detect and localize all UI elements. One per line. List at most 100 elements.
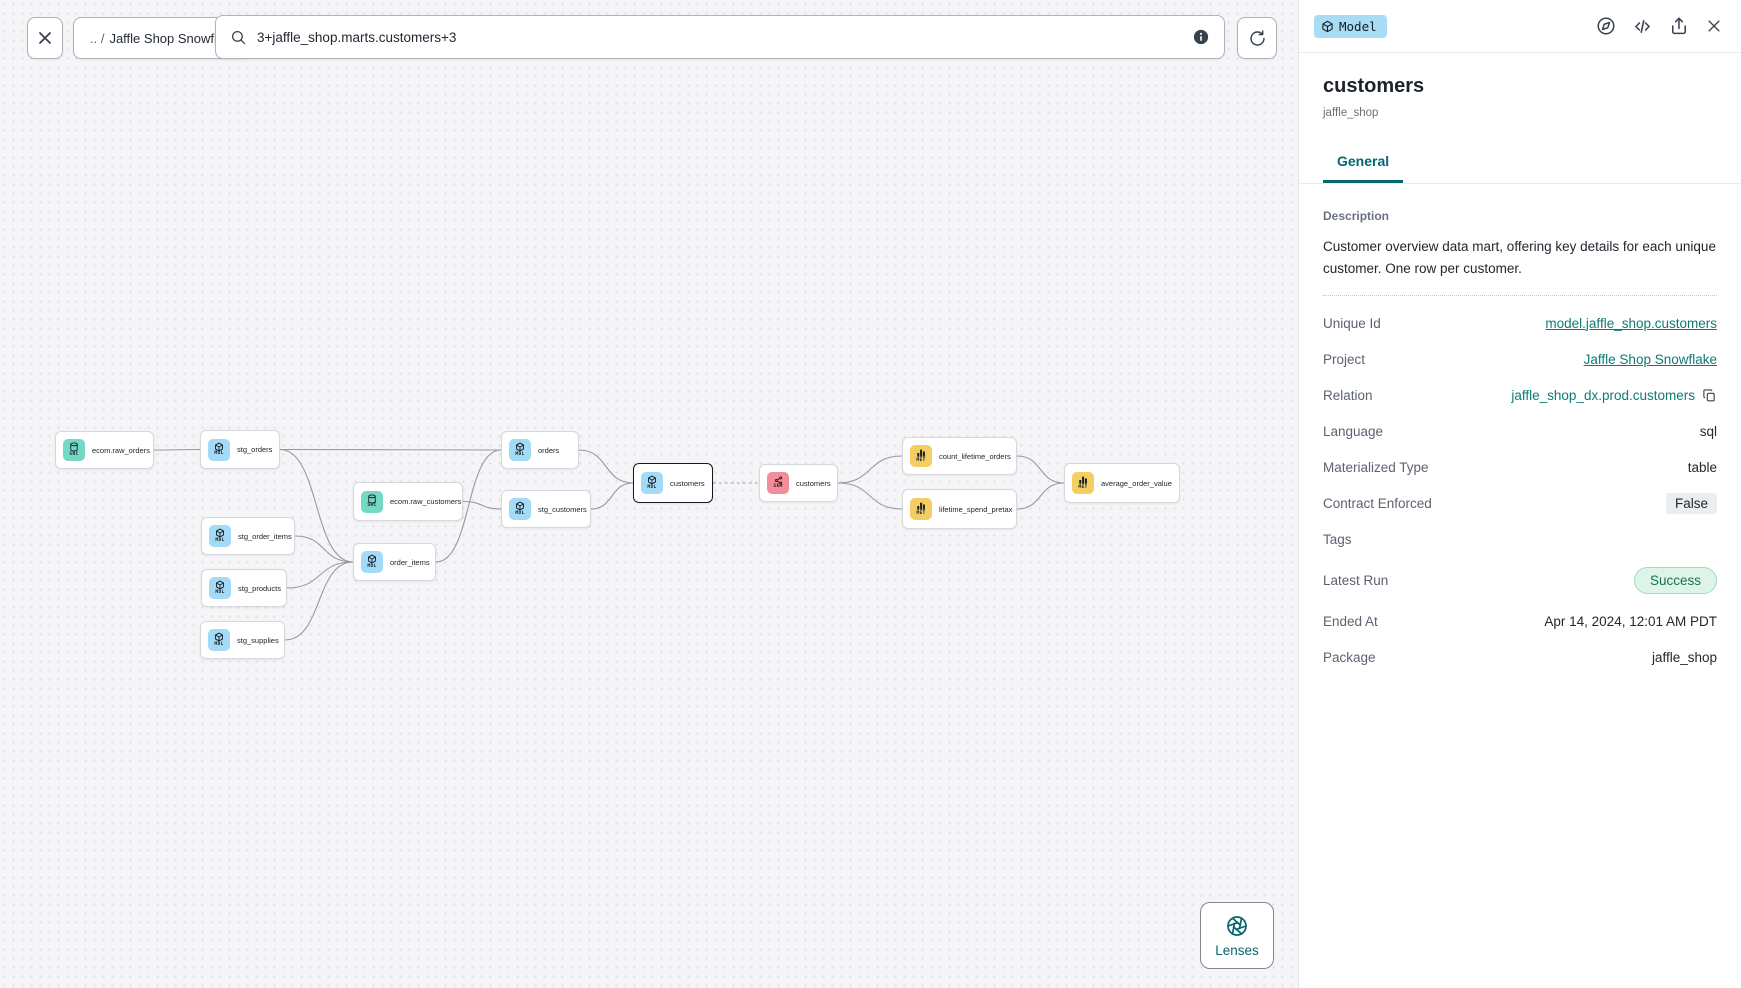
field-label: Latest Run — [1323, 572, 1389, 588]
field-value: jaffle_shop_dx.prod.customers — [1511, 387, 1695, 403]
resource-type-label: Model — [1339, 18, 1377, 34]
search-icon — [231, 30, 246, 44]
contract-badge: False — [1665, 492, 1717, 514]
field-value: sql — [1699, 423, 1717, 439]
graph-node-stg_orders[interactable]: MDL stg_orders — [200, 430, 280, 469]
field-label: Language — [1323, 423, 1384, 439]
details-panel: Model — [1298, 0, 1741, 988]
field-row-materialized-type: Materialized Type table — [1323, 449, 1717, 485]
model-icon: MDL — [209, 525, 231, 547]
field-label: Materialized Type — [1323, 459, 1429, 475]
close-panel-button[interactable] — [1705, 17, 1723, 35]
node-label: count_lifetime_orders — [939, 451, 1011, 461]
field-label: Ended At — [1323, 613, 1378, 629]
view-code-button[interactable] — [1632, 16, 1653, 37]
node-label: lifetime_spend_pretax — [939, 504, 1013, 514]
model-icon: MDL — [641, 472, 663, 494]
breadcrumb-project-label: Jaffle Shop Snowflake — [109, 30, 238, 46]
field-row-latest-run: Latest Run Success — [1323, 562, 1717, 598]
refresh-lineage-button[interactable] — [1237, 17, 1277, 59]
field-label: Project — [1323, 351, 1366, 367]
panel-tabs: General — [1299, 153, 1741, 184]
model-icon: MDL — [209, 577, 231, 599]
node-label: stg_supplies — [237, 635, 279, 645]
edge-count_lifetime_orders-to-average_order_value — [1016, 455, 1065, 484]
field-row-tags: Tags — [1323, 521, 1717, 557]
edge-orders-to-customers_model — [578, 449, 634, 484]
edge-stg_customers-to-customers_model — [590, 482, 634, 510]
source-icon: SRC — [63, 439, 85, 461]
model-icon: MDL — [208, 438, 230, 461]
graph-node-lifetime_spend_pretax[interactable]: MET lifetime_spend_pretax — [902, 489, 1017, 529]
graph-node-orders[interactable]: MDL orders — [501, 431, 579, 469]
model-icon: MDL — [509, 439, 531, 461]
lenses-label: Lenses — [1215, 942, 1259, 958]
description-text: Customer overview data mart, offering ke… — [1323, 239, 1716, 276]
resource-type-badge: Model — [1314, 14, 1387, 38]
info-icon[interactable] — [1192, 28, 1210, 46]
copy-icon[interactable] — [1702, 388, 1717, 403]
edge-stg_order_items-to-order_items — [294, 535, 354, 563]
edge-ecom_raw_customers-to-stg_customers — [462, 500, 502, 510]
graph-node-stg_order_items[interactable]: MDL stg_order_items — [201, 517, 295, 555]
share-icon — [1672, 17, 1686, 35]
lenses-button[interactable]: Lenses — [1200, 902, 1274, 969]
close-icon — [1708, 20, 1720, 32]
code-icon — [1635, 19, 1650, 33]
node-label: ecom.raw_orders — [92, 445, 150, 455]
node-label: stg_order_items — [238, 531, 292, 541]
node-label: stg_products — [238, 583, 281, 593]
metric-icon: MET — [910, 498, 932, 520]
edge-stg_supplies-to-order_items — [284, 561, 354, 641]
tab-general[interactable]: General — [1323, 153, 1404, 183]
field-row-project: Project Jaffle Shop Snowflake — [1323, 341, 1717, 377]
field-row-relation: Relation jaffle_shop_dx.prod.customers — [1323, 377, 1717, 413]
node-label: average_order_value — [1101, 478, 1172, 488]
search-input[interactable] — [257, 29, 1182, 45]
node-label: ecom.raw_customers — [390, 497, 462, 506]
field-label: Relation — [1323, 387, 1373, 403]
explore-lineage-button[interactable] — [1596, 16, 1616, 36]
field-value-link[interactable]: model.jaffle_shop.customers — [1545, 315, 1717, 331]
close-lineage-button[interactable] — [27, 17, 63, 59]
graph-node-stg_customers[interactable]: MDL stg_customers — [501, 490, 591, 528]
graph-node-count_lifetime_orders[interactable]: MET count_lifetime_orders — [902, 437, 1017, 475]
field-value: jaffle_shop — [1651, 649, 1717, 665]
model-cube-icon — [1322, 20, 1333, 32]
details-panel-header: Model — [1299, 0, 1741, 53]
model-icon: MDL — [509, 498, 531, 520]
metric-icon: MET — [910, 445, 932, 467]
compass-icon — [1597, 17, 1615, 35]
graph-node-stg_supplies[interactable]: MDL stg_supplies — [200, 621, 285, 659]
share-button[interactable] — [1669, 16, 1689, 36]
graph-node-stg_products[interactable]: MDL stg_products — [201, 569, 287, 607]
package-subtitle: jaffle_shop — [1323, 107, 1379, 119]
close-icon — [39, 32, 51, 44]
field-label: Tags — [1323, 531, 1352, 547]
status-badge: Success — [1633, 566, 1717, 594]
refresh-icon — [1249, 29, 1265, 46]
edge-stg_products-to-order_items — [286, 561, 354, 589]
lineage-search[interactable] — [215, 15, 1225, 59]
node-label: stg_customers — [538, 504, 587, 514]
field-label: Unique Id — [1323, 315, 1381, 331]
node-label: orders — [538, 445, 560, 455]
field-value-link[interactable]: Jaffle Shop Snowflake — [1583, 351, 1717, 367]
description-label: Description — [1323, 209, 1390, 223]
graph-node-ecom_raw_orders[interactable]: SRC ecom.raw_orders — [55, 431, 154, 469]
model-icon: MDL — [208, 629, 230, 651]
lenses-icon — [1227, 915, 1247, 936]
node-label: stg_orders — [237, 445, 273, 454]
field-row-unique-id: Unique Id model.jaffle_shop.customers — [1323, 305, 1717, 341]
field-value: table — [1687, 459, 1717, 475]
breadcrumb-prefix: .. / — [90, 30, 105, 46]
